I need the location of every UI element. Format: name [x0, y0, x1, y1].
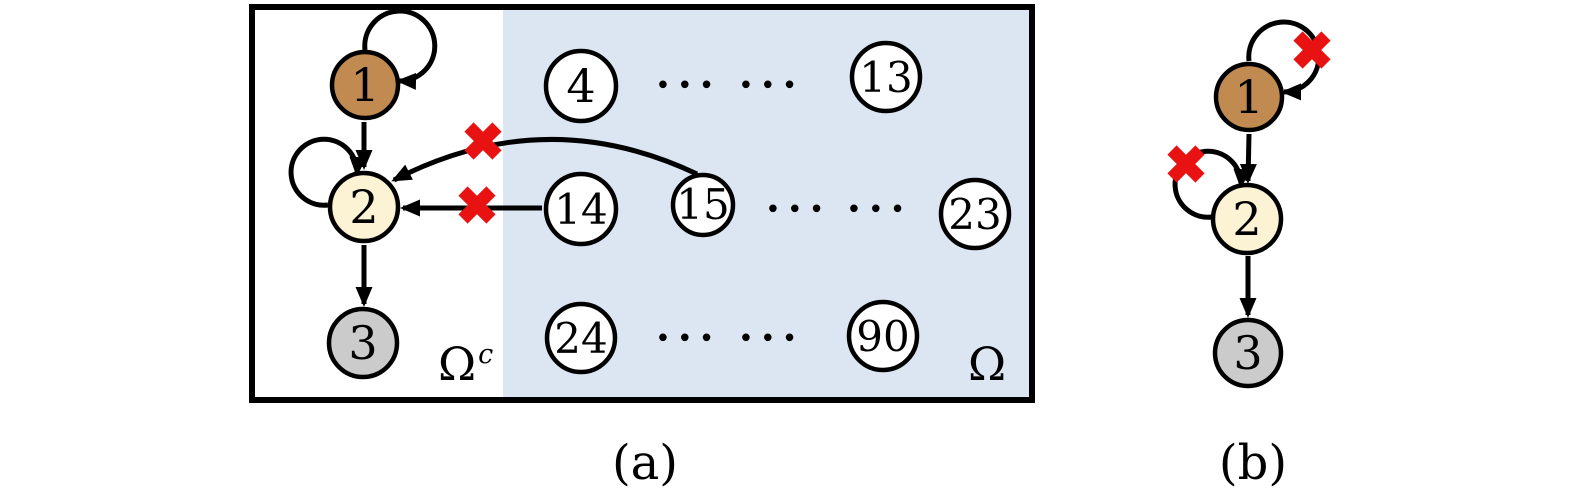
deleted-edge-cross-node15 [464, 122, 502, 160]
caption-a: (a) [612, 435, 678, 491]
ellipsis-top-left: ••• [655, 71, 721, 101]
node-3-a [326, 306, 400, 380]
node-24 [544, 301, 618, 375]
node-24-label: 24 [554, 314, 607, 363]
node-14-label: 14 [554, 185, 607, 234]
self-loop-node1-a [362, 8, 438, 90]
node-3-a-label: 3 [348, 316, 377, 370]
node-1-b-label: 1 [1234, 70, 1263, 124]
node-13-label: 13 [859, 53, 912, 102]
node-90-label: 90 [856, 312, 909, 361]
node-3-b [1212, 317, 1284, 389]
node-1-a-label: 1 [350, 58, 379, 112]
node-14 [543, 171, 619, 247]
node-23 [938, 177, 1012, 251]
panel-a-frame [249, 4, 1035, 403]
node-4 [543, 48, 619, 124]
omega-complement-label: Ωc [438, 337, 493, 391]
self-loop-node1-b [1246, 19, 1322, 101]
node-1-a [329, 49, 401, 121]
node-90 [846, 299, 920, 373]
deleted-loop-cross-node1-b [1293, 31, 1331, 69]
omega-complement-base: Ω [438, 337, 476, 391]
node-13 [849, 40, 923, 114]
node-3-b-label: 3 [1233, 326, 1262, 380]
node-1-b [1213, 61, 1285, 133]
caption-b: (b) [1219, 435, 1287, 491]
ellipsis-mid-right: ••• [846, 195, 912, 225]
node-4-label: 4 [566, 59, 595, 113]
node-15-label: 15 [676, 180, 729, 229]
edge-node15-to-node2 [391, 136, 699, 183]
self-loop-node2-a [288, 136, 367, 208]
ellipsis-bottom-left: ••• [655, 324, 721, 354]
node-2-b [1210, 182, 1284, 256]
ellipsis-mid-left: ••• [765, 195, 831, 225]
node-2-a-label: 2 [349, 180, 378, 234]
deleted-loop-cross-node2-b [1167, 145, 1205, 183]
node-15 [670, 172, 736, 238]
edge-node1-to-node2-b [1239, 133, 1257, 184]
ellipsis-top-right: ••• [738, 71, 804, 101]
deleted-edge-cross-node14 [458, 186, 496, 224]
ellipsis-bottom-right: ••• [738, 324, 804, 354]
node-2-b-label: 2 [1232, 192, 1261, 246]
node-2-a [327, 170, 401, 244]
omega-label: Ω [968, 337, 1006, 391]
node-23-label: 23 [948, 190, 1001, 239]
omega-complement-sup: c [478, 339, 493, 370]
